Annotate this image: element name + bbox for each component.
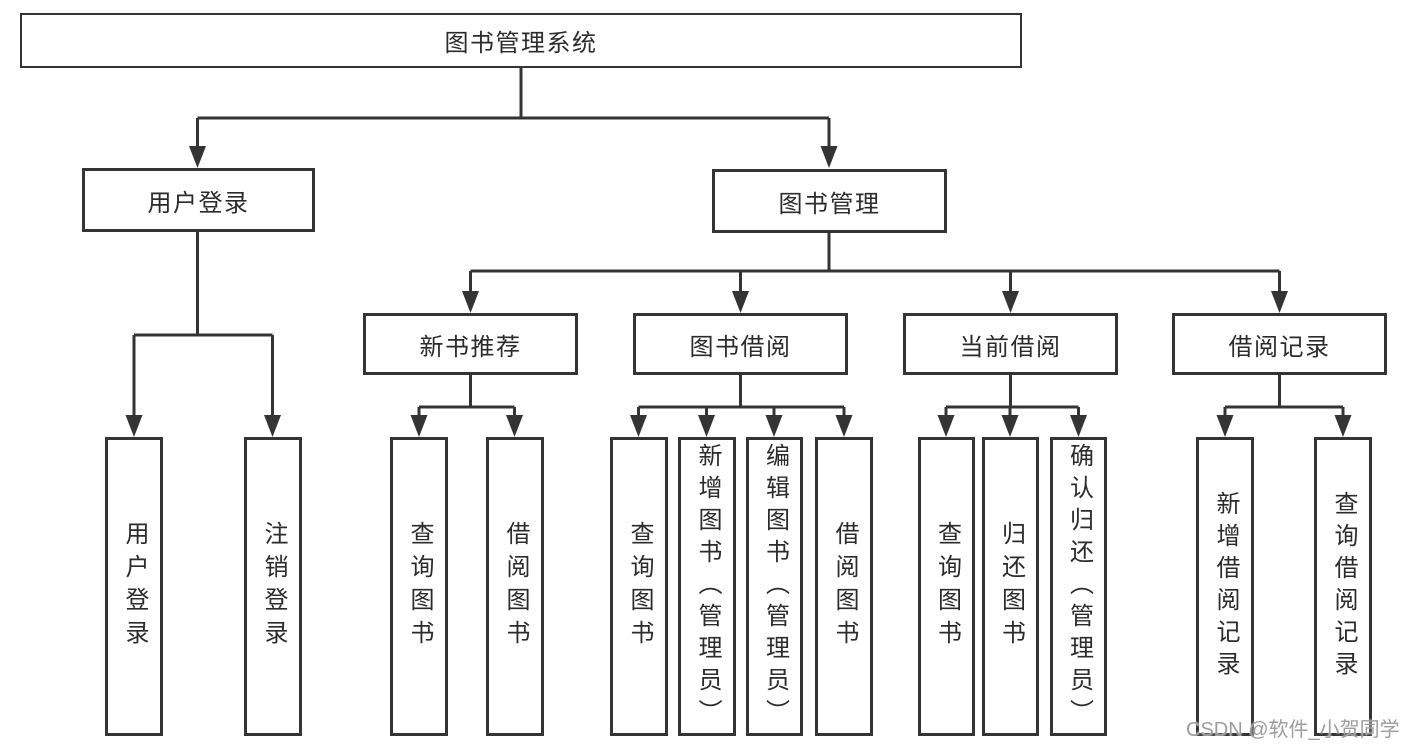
arrowhead: [189, 146, 206, 168]
node-borrowing-records: 借阅记录: [1172, 313, 1387, 375]
arrowhead: [820, 146, 838, 168]
node-user-login-branch: 用户登录: [82, 168, 315, 232]
arrowhead: [765, 415, 783, 437]
arrowhead: [1002, 291, 1019, 313]
node-label: 图书管理系统: [444, 30, 598, 57]
node-label: 图书管理: [778, 190, 881, 218]
node-label: 借阅图书: [831, 520, 858, 653]
arrowhead: [698, 415, 715, 437]
arrowhead: [1216, 415, 1234, 437]
node-label: 当前借阅: [959, 333, 1062, 361]
leaf-return-books: 归还图书: [982, 437, 1039, 736]
arrowhead: [1001, 415, 1019, 437]
arrowhead: [462, 291, 479, 313]
leaf-user-login: 用户登录: [105, 437, 163, 736]
node-label: 借阅记录: [1228, 333, 1331, 361]
node-label: 确认归还（管理员）: [1065, 442, 1093, 731]
node-label: 查询借阅记录: [1330, 490, 1357, 683]
arrowhead: [937, 415, 955, 437]
node-label: 新书推荐: [419, 333, 522, 361]
leaf-borrow-books: 借阅图书: [815, 437, 873, 736]
node-new-book-recommendation: 新书推荐: [363, 313, 578, 375]
arrowhead: [264, 415, 281, 437]
arrowhead: [125, 415, 143, 437]
node-label: 注销登录: [260, 520, 287, 653]
node-label: 新增借阅记录: [1212, 490, 1239, 683]
arrowhead: [1271, 291, 1288, 313]
leaf-query-books-borrowing: 查询图书: [610, 437, 668, 736]
node-label: 借阅图书: [502, 520, 529, 653]
node-label: 查询图书: [933, 520, 961, 653]
node-current-borrowing: 当前借阅: [903, 313, 1118, 375]
arrowhead: [506, 415, 523, 437]
node-label: 用户登录: [147, 189, 250, 217]
csdn-watermark: CSDN @软件_小贺同学: [1186, 719, 1400, 741]
node-label: 新增图书（管理员）: [694, 442, 721, 731]
node-library-management-system: 图书管理系统: [20, 13, 1022, 68]
leaf-query-books-current: 查询图书: [918, 437, 975, 736]
node-label: 查询图书: [406, 520, 433, 653]
leaf-query-books-recommendation: 查询图书: [390, 437, 448, 736]
node-book-borrowing: 图书借阅: [633, 313, 848, 375]
node-label: 归还图书: [997, 520, 1025, 653]
leaf-edit-books-admin: 编辑图书（管理员）: [746, 437, 803, 736]
leaf-query-borrow-record: 查询借阅记录: [1314, 437, 1372, 736]
arrowhead: [1070, 415, 1087, 437]
arrowheads: [125, 146, 1352, 437]
arrowhead: [732, 291, 749, 313]
arrowhead: [835, 415, 853, 437]
leaf-logout: 注销登录: [244, 437, 302, 736]
node-book-management: 图书管理: [712, 169, 947, 233]
node-label: 用户登录: [121, 520, 148, 653]
node-label: 编辑图书（管理员）: [761, 442, 789, 731]
arrowhead: [1334, 415, 1352, 437]
leaf-confirm-return-admin: 确认归还（管理员）: [1050, 437, 1107, 736]
node-label: 查询图书: [626, 520, 653, 653]
leaf-borrow-books-recommendation: 借阅图书: [486, 437, 544, 736]
connector-path: [132, 68, 1345, 421]
arrowhead: [410, 415, 428, 437]
leaf-add-books-admin: 新增图书（管理员）: [678, 437, 736, 736]
leaf-add-borrow-record: 新增借阅记录: [1196, 437, 1254, 736]
node-label: 图书借阅: [689, 333, 792, 361]
arrowhead: [630, 415, 647, 437]
